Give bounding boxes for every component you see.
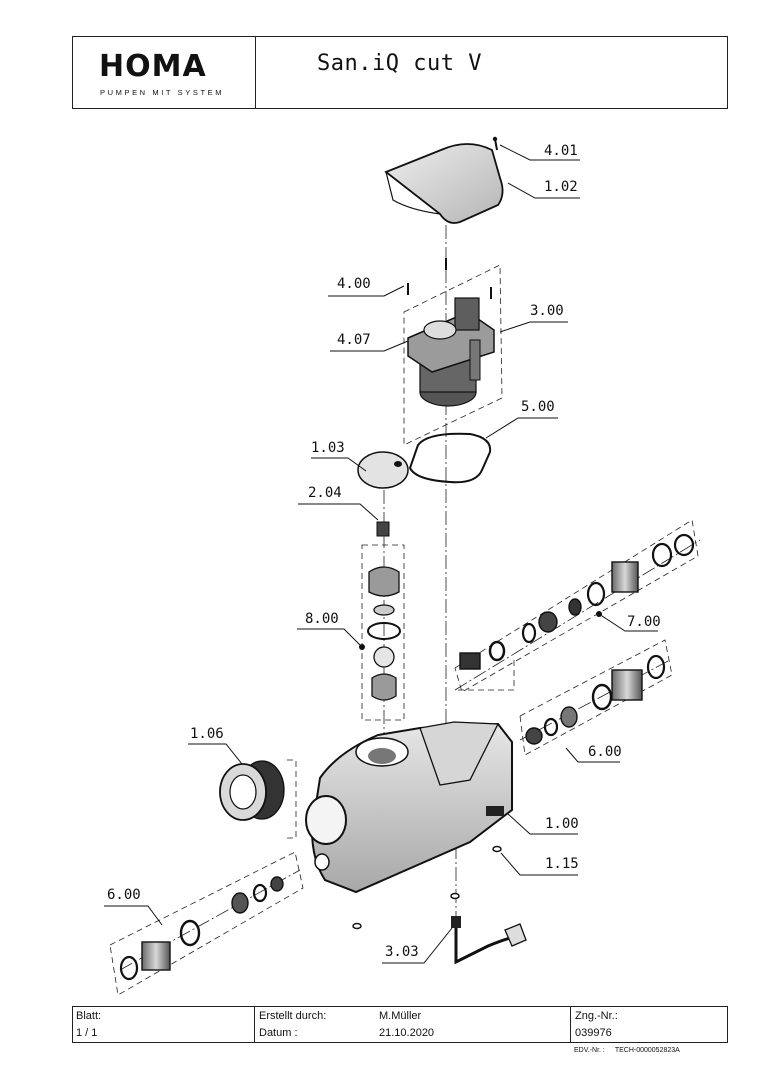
- date-label: Datum :: [259, 1027, 298, 1039]
- edv-number: EDV.-Nr. : TECH-0000052823A: [574, 1047, 680, 1054]
- pipe-fitting-part: [119, 876, 284, 981]
- sheet-value: 1 / 1: [76, 1027, 98, 1039]
- part-label-4-01: 4.01: [544, 143, 578, 159]
- motor-unit-part: [407, 297, 495, 407]
- bushing-part: [376, 521, 390, 537]
- leader-lines: [104, 144, 658, 964]
- part-label-8-00: 8.00: [305, 611, 339, 627]
- cutter-assembly-part: [367, 566, 401, 701]
- screw-icon: [492, 136, 498, 151]
- title-block: HOMA PUMPEN MIT SYSTEM San.iQ cut V: [72, 36, 728, 109]
- author-value: M.Müller: [379, 1010, 422, 1022]
- edv-label: EDV.-Nr. :: [574, 1047, 605, 1054]
- valve-assembly-part: [459, 533, 695, 670]
- part-label-1-15: 1.15: [545, 856, 579, 872]
- part-label-4-07: 4.07: [337, 332, 371, 348]
- cover-part: [384, 143, 504, 224]
- part-label-1-00: 1.00: [545, 816, 579, 832]
- part-label-4-00: 4.00: [337, 276, 371, 292]
- sheet-cell: Blatt: 1 / 1: [73, 1007, 255, 1042]
- author-label: Erstellt durch:: [259, 1010, 327, 1022]
- company-logo: HOMA PUMPEN MIT SYSTEM: [73, 37, 256, 108]
- tank-body-part: [305, 721, 513, 894]
- part-label-3-03: 3.03: [385, 944, 419, 960]
- part-label-6-00-upper: 6.00: [588, 744, 622, 760]
- drawing-number-label: Zng.-Nr.:: [575, 1010, 618, 1022]
- edv-value: TECH-0000052823A: [614, 1047, 680, 1054]
- logo-text: HOMA: [99, 49, 207, 84]
- part-label-1-02: 1.02: [544, 179, 578, 195]
- foot-part: [352, 845, 502, 930]
- logo-tagline: PUMPEN MIT SYSTEM: [100, 88, 225, 97]
- part-label-7-00: 7.00: [627, 614, 661, 630]
- part-label-3-00: 3.00: [530, 303, 564, 319]
- gasket-part: [408, 432, 492, 484]
- part-label-1-06: 1.06: [190, 726, 224, 742]
- part-label-1-03: 1.03: [311, 440, 345, 456]
- subassembly-frames: [109, 264, 699, 996]
- pipe-fitting-part: [525, 654, 666, 745]
- part-label-6-00-lower: 6.00: [107, 887, 141, 903]
- inlet-connector-part: [219, 760, 285, 821]
- screw-icon: [407, 258, 492, 299]
- part-label-5-00: 5.00: [521, 399, 555, 415]
- date-value: 21.10.2020: [379, 1027, 435, 1039]
- drawing-number-cell: Zng.-Nr.: 039976: [571, 1007, 727, 1042]
- author-cell: Erstellt durch: M.Müller Datum : 21.10.2…: [255, 1007, 571, 1042]
- disk-part: [357, 451, 409, 489]
- drawing-title: San.iQ cut V: [317, 51, 482, 76]
- drawing-number-value: 039976: [575, 1027, 612, 1039]
- sheet-label: Blatt:: [76, 1010, 102, 1022]
- footer-title-block: Blatt: 1 / 1 Erstellt durch: M.Müller Da…: [72, 1006, 728, 1043]
- power-cable-part: [451, 916, 527, 965]
- part-label-2-04: 2.04: [308, 485, 342, 501]
- leader-dots: [359, 611, 602, 650]
